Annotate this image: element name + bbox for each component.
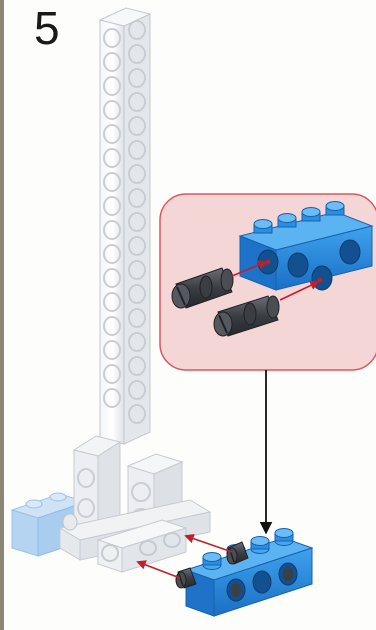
vertical-beam [100,8,150,444]
detail-callout [160,194,376,370]
blue-brick-bottom [186,529,312,617]
base-assembly [12,436,210,572]
